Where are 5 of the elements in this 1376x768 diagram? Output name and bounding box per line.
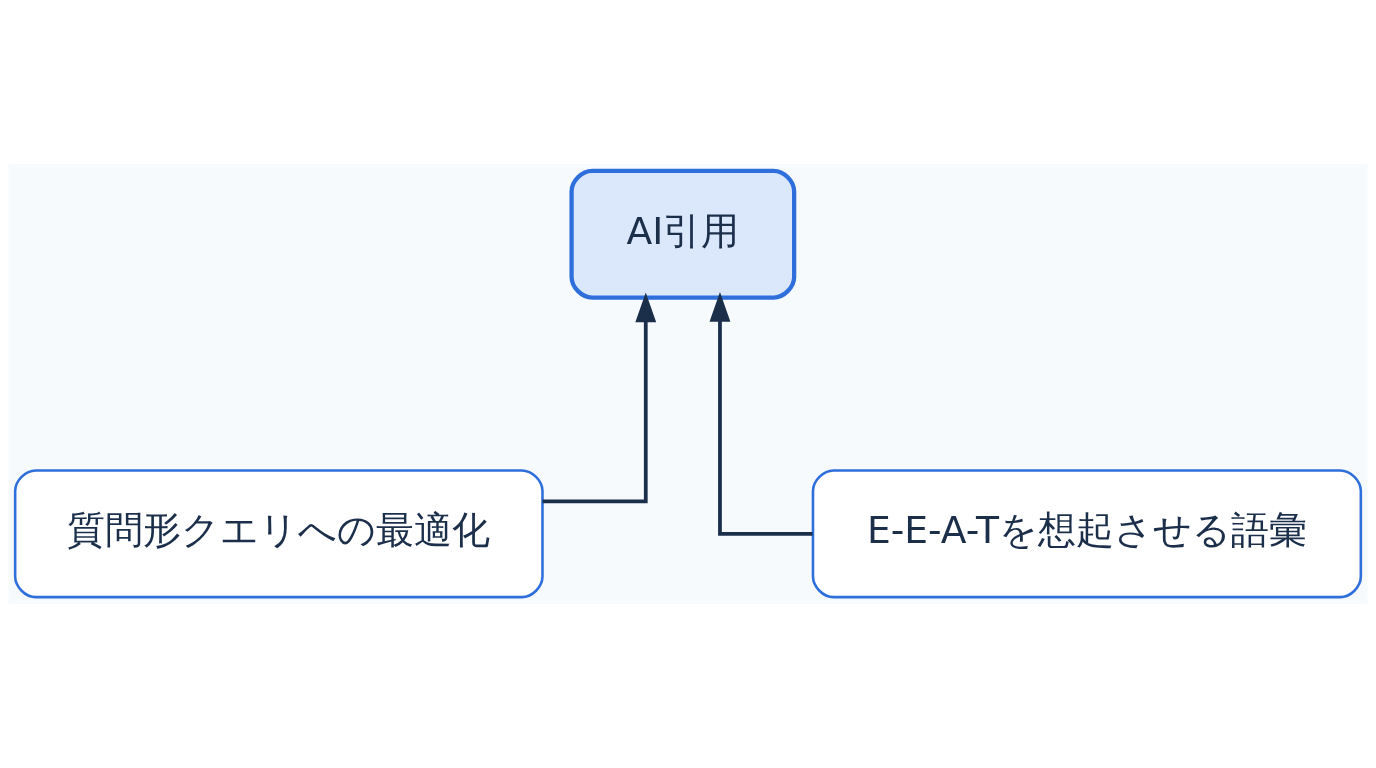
node-box: AI引用	[569, 168, 797, 300]
arrow	[542, 292, 657, 504]
node-box: 質問形クエリへの最適化	[13, 469, 544, 599]
node-box: E-E-A-Tを想起させる語彙	[811, 469, 1363, 599]
arrow	[709, 292, 813, 536]
